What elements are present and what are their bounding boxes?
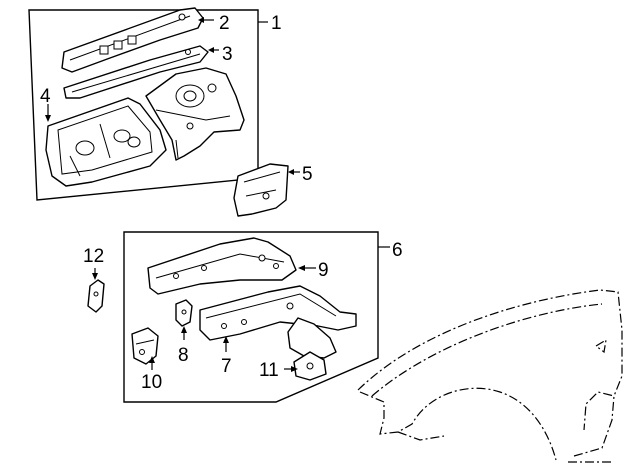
fender-phantom-outline <box>357 289 623 463</box>
assembly-group-1 <box>28 7 268 201</box>
part-1-wheelhouse[interactable] <box>145 67 245 161</box>
callout-10: 10 <box>141 372 162 393</box>
callout-12: 12 <box>83 246 104 267</box>
callout-1: 1 <box>271 13 282 34</box>
leader-4 <box>45 104 51 122</box>
callout-4: 4 <box>40 86 51 107</box>
callout-6: 6 <box>392 240 403 261</box>
callout-3: 3 <box>222 44 233 65</box>
leader-3 <box>208 47 219 53</box>
part-4-apron-panel[interactable] <box>45 97 167 187</box>
callout-5: 5 <box>302 164 313 185</box>
part-11-lower-bracket[interactable] <box>284 317 337 381</box>
part-10-bracket[interactable] <box>131 327 159 370</box>
part-8-clip[interactable] <box>175 299 193 340</box>
part-7-side-member[interactable] <box>199 285 357 352</box>
part-12-small-bracket[interactable] <box>87 268 105 313</box>
callout-9: 9 <box>318 260 329 281</box>
callout-7: 7 <box>221 356 232 377</box>
part-2-upper-rail[interactable] <box>61 7 204 73</box>
part-5-bracket[interactable] <box>233 163 300 217</box>
leader-2 <box>198 17 214 23</box>
assembly-group-6 <box>123 231 390 403</box>
part-9-upper-member[interactable] <box>147 237 316 295</box>
part-3-rail-reinforcement[interactable] <box>63 45 209 99</box>
callout-2: 2 <box>219 13 230 34</box>
callout-11: 11 <box>259 360 279 381</box>
callout-8: 8 <box>178 345 189 366</box>
